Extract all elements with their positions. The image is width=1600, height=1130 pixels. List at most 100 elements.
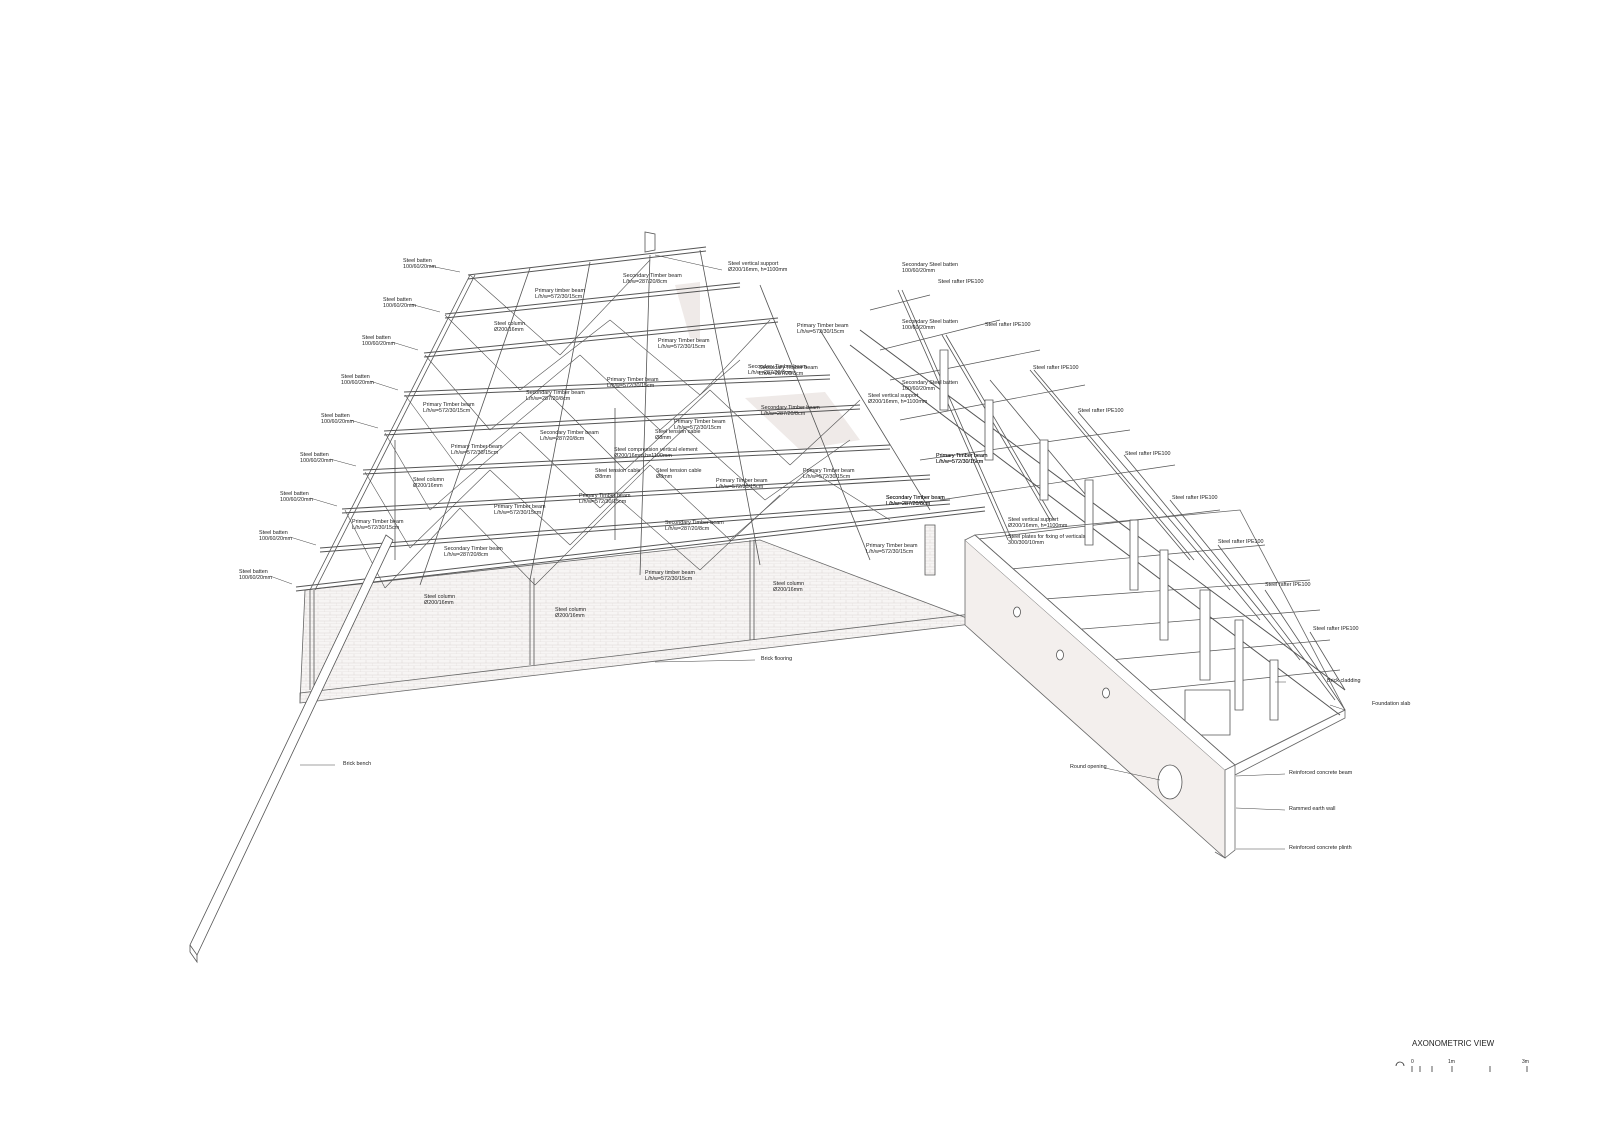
label-line: Primary Timber beam [936, 453, 988, 459]
label-line: Ø200/16mm [555, 613, 585, 619]
drawing-title: AXONOMETRIC VIEW [1412, 1039, 1495, 1048]
label-line: Primary Timber beam [451, 444, 503, 450]
label-line: Reinforced concrete plinth [1289, 845, 1352, 851]
primary-timber-beams [309, 249, 931, 591]
label-steel-rafter-5: Steel rafter IPE100 [1125, 451, 1171, 457]
label-line: Primary Timber beam [716, 478, 768, 484]
label-steel-rafter-9: Steel rafter IPE100 [1313, 626, 1359, 632]
label-line: L/h/w=572/30/15cm [607, 383, 655, 389]
label-line: Steel vertical support [728, 261, 779, 267]
label-line: Steel batten [280, 491, 309, 497]
label-line: Steel rafter IPE100 [1078, 408, 1124, 414]
label-steel-rafter-3: Steel rafter IPE100 [1033, 365, 1079, 371]
label-line: Steel rafter IPE100 [938, 279, 984, 285]
secondary-timber-beams [344, 259, 891, 589]
label-line: L/h/w=572/30/15cm [803, 474, 851, 480]
label-line: Secondary Steel batten [902, 262, 958, 268]
label-line: Secondary Timber beam [886, 495, 945, 501]
label-line: L/h/w=572/30/15cm [866, 549, 914, 555]
label-line: Steel column [424, 594, 455, 600]
label-line: Primary Timber beam [936, 453, 988, 459]
shaded-roof-panel [675, 282, 700, 340]
label-line: Secondary Timber beam [444, 546, 503, 552]
label-line: Round opening [1070, 764, 1107, 770]
label-line: 100/60/20mm [362, 341, 395, 347]
label-line: Steel rafter IPE100 [1218, 539, 1264, 545]
label-line: Primary Timber beam [797, 323, 849, 329]
steel-vertical-supports [939, 349, 1279, 736]
label-line: L/h/w=287/20/8cm [748, 370, 793, 376]
label-reinforced-concrete-plinth: Reinforced concrete plinth [1289, 845, 1352, 851]
shaded-roof-panel [745, 392, 860, 450]
label-line: Secondary Timber beam [623, 273, 682, 279]
label-line: L/h/w=572/30/15cm [674, 425, 722, 431]
label-line: 100/60/20mm [321, 419, 354, 425]
label-line: Secondary Timber beam [886, 495, 945, 501]
label-line: Steel vertical support [1008, 517, 1059, 523]
label-line: Steel compression vertical element [614, 447, 698, 453]
label-line: L/h/w=572/30/15cm [658, 344, 706, 350]
label-line: L/h/w=287/20/8cm [540, 436, 585, 442]
label-line: L/h/w=572/30/15cm [535, 294, 583, 300]
label-line: 100/60/20mm [259, 536, 292, 542]
label-line: Steel batten [259, 530, 288, 536]
label-line: Primary timber beam [535, 288, 586, 294]
label-line: L/h/w=572/30/15cm [494, 510, 542, 516]
label-brick-cladding: Brick cladding [1327, 678, 1361, 684]
label-line: Ø200/16mm [494, 327, 524, 333]
label-steel-rafter-8: Steel rafter IPE100 [1265, 582, 1311, 588]
label-line: Brick flooring [761, 656, 792, 662]
label-steel-rafter-6: Steel rafter IPE100 [1172, 495, 1218, 501]
label-line: Steel tension cable [656, 468, 702, 474]
label-line: Primary Timber beam [803, 468, 855, 474]
label-line: Reinforced concrete beam [1289, 770, 1353, 776]
label-line: 100/60/20mm [902, 386, 935, 392]
label-steel-rafter-7: Steel rafter IPE100 [1218, 539, 1264, 545]
label-line: L/h/w=287/20/8cm [623, 279, 668, 285]
label-line: Primary Timber beam [423, 402, 475, 408]
label-line: Steel batten [403, 258, 432, 264]
label-line: 100/60/20mm [280, 497, 313, 503]
label-line: Steel tension cable [595, 468, 641, 474]
label-line: Secondary Timber beam [748, 364, 807, 370]
label-line: Ø200/16mm [413, 483, 443, 489]
label-line: Primary Timber beam [607, 377, 659, 383]
label-line: L/h/w=572/30/15cm [451, 450, 499, 456]
label-line: 100/60/20mm [383, 303, 416, 309]
label-round-opening: Round opening [1070, 764, 1107, 770]
label-line: Ø200/16mm [424, 600, 454, 606]
label-line: Ø8mm [655, 435, 672, 441]
label-line: Steel rafter IPE100 [1033, 365, 1079, 371]
brick-bench-geometry [189, 534, 394, 956]
label-line: Secondary Steel batten [902, 319, 958, 325]
label-line: Secondary Timber beam [665, 520, 724, 526]
label-line: Steel batten [239, 569, 268, 575]
label-line: Steel column [494, 321, 525, 327]
